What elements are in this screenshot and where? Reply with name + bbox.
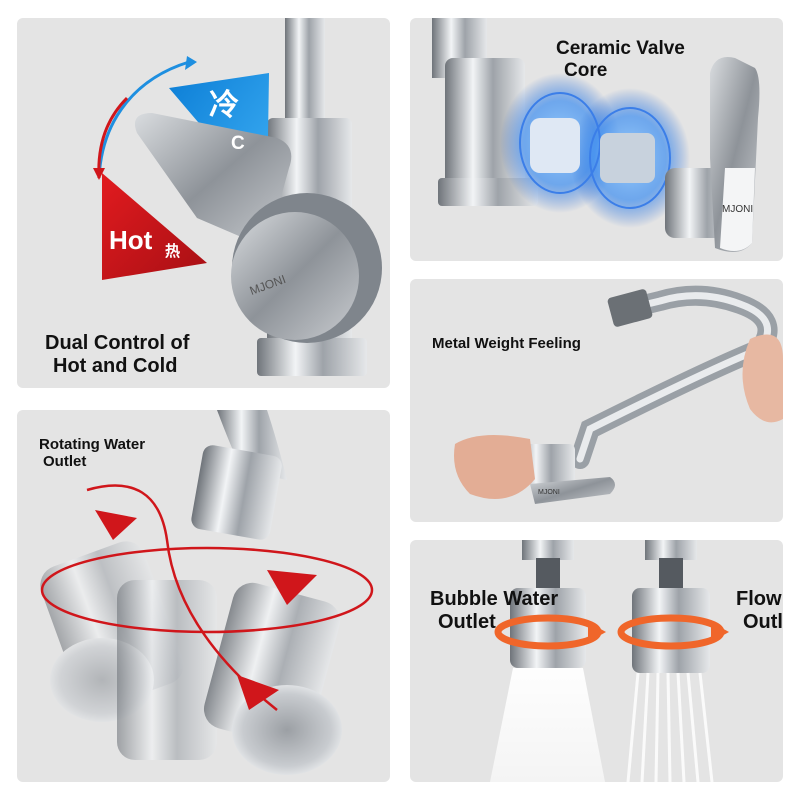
cold-letter: C [231, 133, 245, 154]
spout-nozzle [607, 289, 653, 327]
spout-pipe [285, 18, 325, 128]
ceramic-valve-panel: Ceramic Valve Core MJONI [410, 18, 783, 261]
cold-char: 冷 [209, 89, 239, 122]
left-hand [454, 435, 535, 499]
bubble-caption-line1: Bubble Water [430, 588, 559, 610]
hot-label: Hot [109, 225, 153, 255]
bubble-water-stream [490, 668, 605, 782]
rotation-ring [40, 546, 374, 634]
flow-caption-line2: Outl [743, 611, 783, 633]
arched-spout [570, 285, 778, 469]
faucet-base [257, 338, 367, 376]
valve-core-illustration [432, 18, 760, 252]
metal-caption: Metal Weight Feeling [432, 335, 581, 352]
metal-brand-text: MJONI [538, 489, 560, 496]
upper-nozzle [191, 445, 282, 540]
outlet-modes-panel: Bubble Water Outlet Flow Outl [410, 540, 783, 782]
arched-faucet-illustration [454, 285, 783, 504]
rotation-arrow [97, 60, 190, 179]
ceramic-disc [530, 118, 580, 173]
hot-cold-caption-line2: Hot and Cold [53, 355, 178, 377]
rotating-nozzle-illustration [40, 410, 374, 775]
lever-handle [134, 113, 292, 248]
hot-char: 热 [165, 243, 181, 260]
valve-caption-line2: Core [564, 60, 608, 81]
arrow-head-2 [267, 570, 317, 605]
arrow-head-1 [95, 510, 137, 540]
metal-weight-panel: Metal Weight Feeling MJONI [410, 279, 783, 522]
flow-nozzle [632, 588, 710, 673]
rotating-caption-line2: Outlet [43, 453, 87, 470]
hot-cold-caption-line1: Dual Control of [45, 332, 190, 354]
flow-water-stream [626, 672, 714, 782]
faucet-lever-illustration [93, 18, 382, 376]
rotating-caption-line1: Rotating Water [39, 436, 146, 453]
bubble-caption-line2: Outlet [438, 611, 496, 633]
arrow-head-3 [237, 675, 279, 710]
rotating-outlet-panel: Rotating Water Outlet [17, 410, 390, 782]
outlet-modes-illustration [490, 540, 729, 782]
valve-brand-text: MJONI [722, 204, 754, 215]
swivel-path [86, 484, 278, 711]
right-nozzle-mesh [232, 685, 342, 775]
right-hand [742, 334, 783, 423]
hot-cold-panel: 冷 C Hot 热 MJONI Dual Control of Hot and … [17, 18, 390, 388]
valve-caption-line1: Ceramic Valve [556, 38, 685, 59]
lever-hub [231, 212, 359, 340]
hot-indicator [102, 173, 207, 280]
flow-caption-line1: Flow [736, 588, 782, 610]
